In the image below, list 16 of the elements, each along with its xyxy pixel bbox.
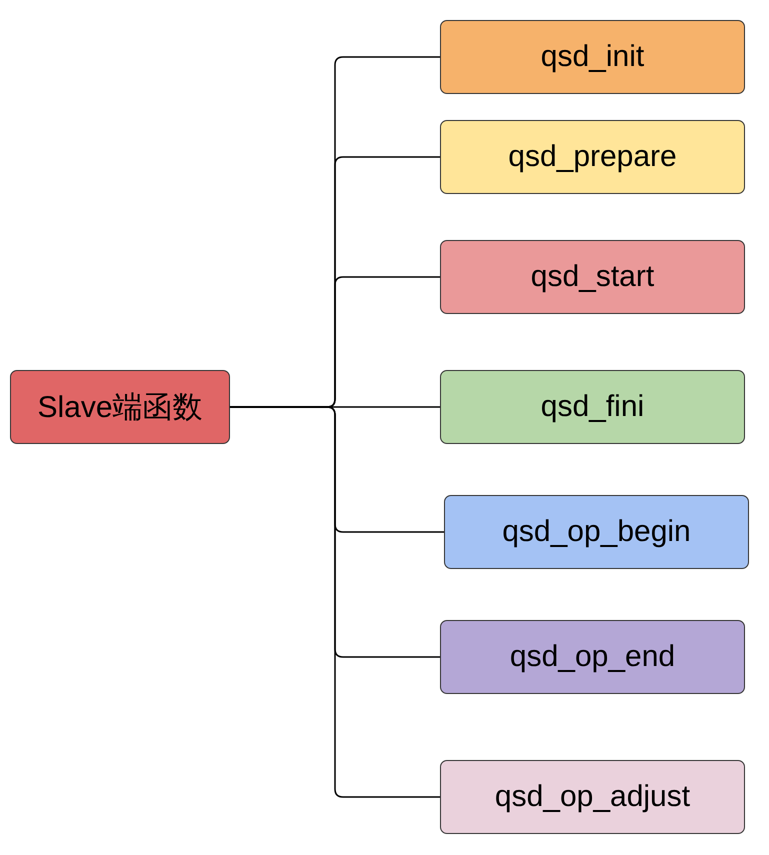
node-label: qsd_prepare [508, 140, 677, 174]
function-box [440, 620, 745, 694]
function-box [440, 20, 745, 94]
node-label: Slave端函数 [37, 390, 203, 426]
node-label: qsd_start [530, 260, 654, 294]
function-box [440, 120, 745, 194]
node-label: qsd_op_begin [502, 515, 691, 549]
function-box [440, 370, 745, 444]
node-label: qsd_fini [540, 390, 644, 424]
node-label: qsd_init [540, 40, 644, 74]
node-label: qsd_op_end [510, 640, 676, 674]
node-label: qsd_op_adjust [494, 780, 690, 814]
root-box [10, 370, 230, 444]
function-box [440, 760, 745, 834]
function-box [444, 495, 749, 569]
function-box [440, 240, 745, 314]
